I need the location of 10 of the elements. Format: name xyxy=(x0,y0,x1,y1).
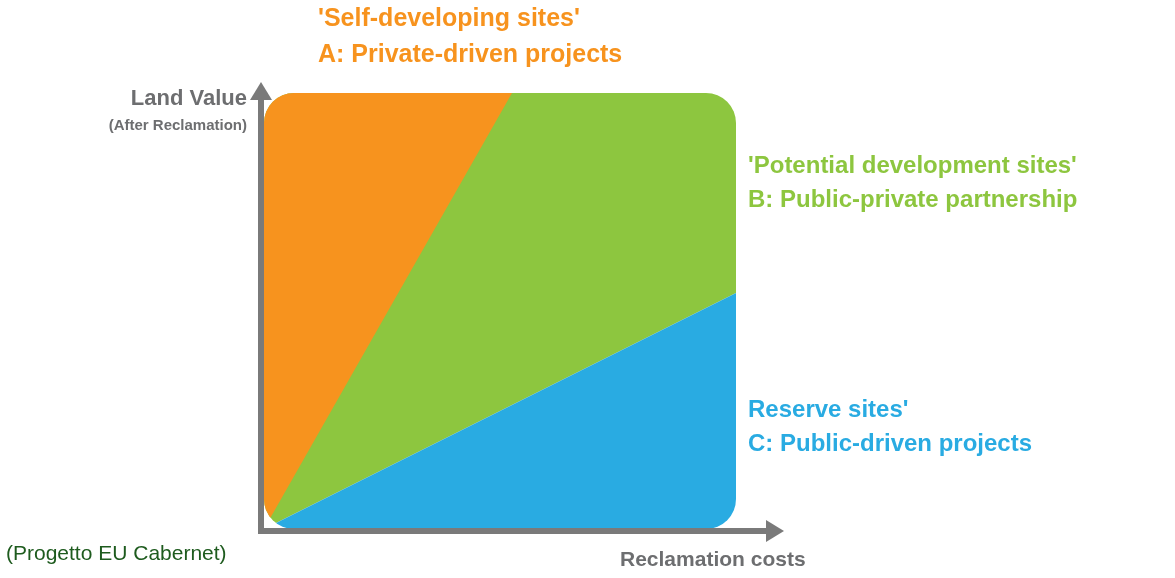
source-note: (Progetto EU Cabernet) xyxy=(6,540,227,566)
region-heading: Reserve sites' xyxy=(748,394,909,424)
axis-title: Reclamation costs xyxy=(620,546,806,572)
axis-subtitle: (After Reclamation) xyxy=(108,116,247,135)
axis-title: Land Value xyxy=(130,84,247,112)
region-subtitle: B: Public-private partnership xyxy=(748,184,1078,214)
region-heading: 'Self-developing sites' xyxy=(318,2,580,33)
region-subtitle: A: Private-driven projects xyxy=(318,38,623,69)
region-subtitle: C: Public-driven projects xyxy=(748,428,1033,458)
region-heading: 'Potential development sites' xyxy=(748,150,1077,180)
